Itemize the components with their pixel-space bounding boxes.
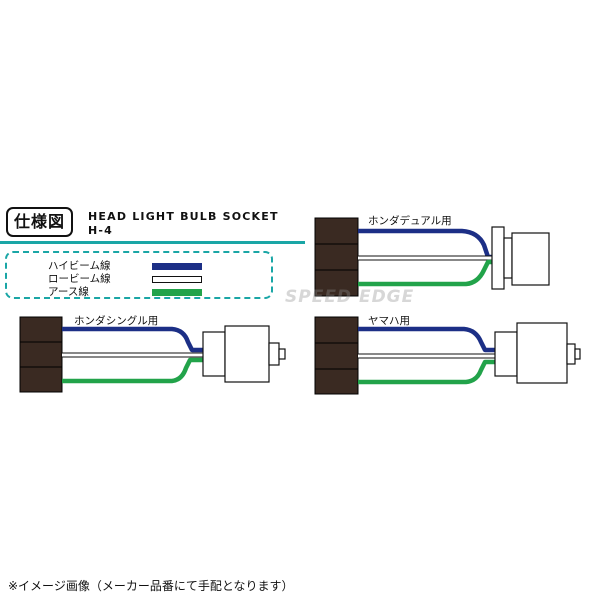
honda-single-high-wire — [62, 326, 208, 353]
legend-swatch-low-beam — [152, 276, 202, 283]
honda-dual-harness — [314, 217, 550, 297]
variant-label-honda-single: ホンダシングル用 — [74, 315, 159, 327]
legend-label-low-beam: ロービーム線 — [48, 273, 111, 285]
variant-label-honda-dual: ホンダデュアル用 — [368, 215, 452, 227]
honda-dual-high-wire — [358, 228, 496, 260]
yamaha-socket — [494, 322, 581, 384]
yamaha-plug — [314, 316, 359, 395]
honda-single-plug — [19, 316, 63, 393]
spec-badge: 仕様図 — [6, 207, 74, 237]
honda-dual-ground-wire — [358, 259, 496, 287]
yamaha-ground-wire — [358, 359, 500, 385]
honda-dual-plug — [314, 217, 359, 297]
legend-swatch-ground — [152, 289, 202, 296]
honda-single-harness — [19, 316, 286, 393]
legend — [5, 251, 273, 299]
title-rule — [0, 241, 305, 244]
footnote: ※イメージ画像（メーカー品番にて手配となります） — [8, 579, 294, 593]
yamaha-high-wire — [358, 326, 500, 353]
honda-dual-socket — [491, 226, 550, 290]
honda-single-socket — [202, 325, 286, 383]
yamaha-harness — [314, 316, 581, 395]
honda-single-ground-wire — [62, 357, 208, 384]
product-title: HEAD LIGHT BULB SOCKET — [88, 210, 279, 223]
legend-label-high-beam: ハイビーム線 — [48, 260, 111, 272]
legend-swatch-high-beam — [152, 263, 202, 270]
variant-label-yamaha: ヤマハ用 — [368, 315, 410, 327]
product-model: H-4 — [88, 224, 114, 237]
legend-label-ground: アース線 — [48, 286, 89, 298]
watermark: SPEED EDGE — [285, 287, 415, 307]
